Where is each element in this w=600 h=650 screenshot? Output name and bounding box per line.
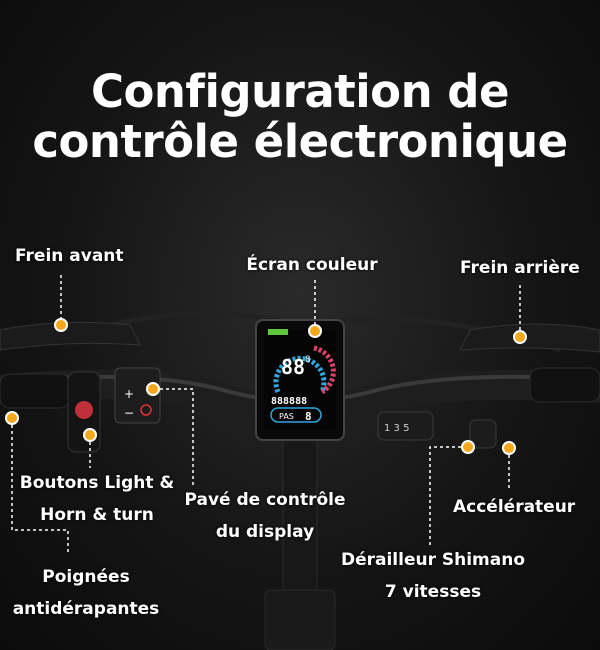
label-control-pad-line1: Pavé de contrôle	[184, 490, 346, 510]
title-line-2: contrôle électronique	[32, 115, 568, 168]
label-buttons-line1: Boutons Light &	[19, 473, 175, 493]
label-front-brake: Frein avant	[15, 246, 124, 266]
marker-buttons	[83, 428, 97, 442]
display-pas-level: 8	[305, 410, 312, 423]
marker-throttle	[502, 441, 516, 455]
label-control-pad-line2: du display	[215, 522, 315, 542]
shimano-derailleur	[377, 411, 434, 441]
label-rear-brake: Frein arrière	[460, 258, 580, 278]
marker-front-brake	[54, 318, 68, 332]
display-odometer: 888888	[271, 396, 307, 407]
label-derailleur: Dérailleur Shimano 7 vitesses	[341, 544, 525, 608]
marker-grips	[5, 411, 19, 425]
marker-screen	[308, 324, 322, 338]
label-buttons: Boutons Light & Horn & turn	[20, 467, 175, 531]
label-derailleur-line1: Dérailleur Shimano	[340, 550, 526, 570]
display-pas-label: PAS	[279, 412, 294, 421]
right-grip	[529, 367, 600, 403]
title-line-1: Configuration de	[90, 65, 510, 118]
marker-dots	[5, 318, 527, 455]
label-color-screen: Écran couleur	[246, 255, 378, 275]
label-buttons-line2: Horn & turn	[40, 505, 154, 525]
label-control-pad: Pavé de contrôle du display	[184, 484, 345, 548]
svg-text:+: +	[124, 387, 134, 401]
svg-text:−: −	[124, 406, 134, 420]
svg-text:8: 8	[305, 355, 310, 365]
display-control-pad	[114, 367, 161, 424]
marker-derailleur	[461, 440, 475, 454]
front-brake-lever	[0, 321, 141, 351]
label-derailleur-line2: 7 vitesses	[384, 582, 482, 602]
throttle	[469, 419, 497, 449]
rear-brake-lever	[459, 323, 600, 353]
label-grips-line1: Poignées	[42, 567, 130, 587]
label-grips: Poignées antidérapantes	[13, 561, 160, 625]
left-grip	[0, 373, 71, 409]
svg-text:1 3 5: 1 3 5	[384, 423, 409, 434]
marker-control-pad	[146, 382, 160, 396]
leader-lines	[11, 275, 521, 552]
display-speed: 88	[281, 355, 305, 379]
marker-rear-brake	[513, 330, 527, 344]
label-grips-line2: antidérapantes	[12, 599, 160, 619]
label-throttle: Accélérateur	[453, 497, 576, 517]
